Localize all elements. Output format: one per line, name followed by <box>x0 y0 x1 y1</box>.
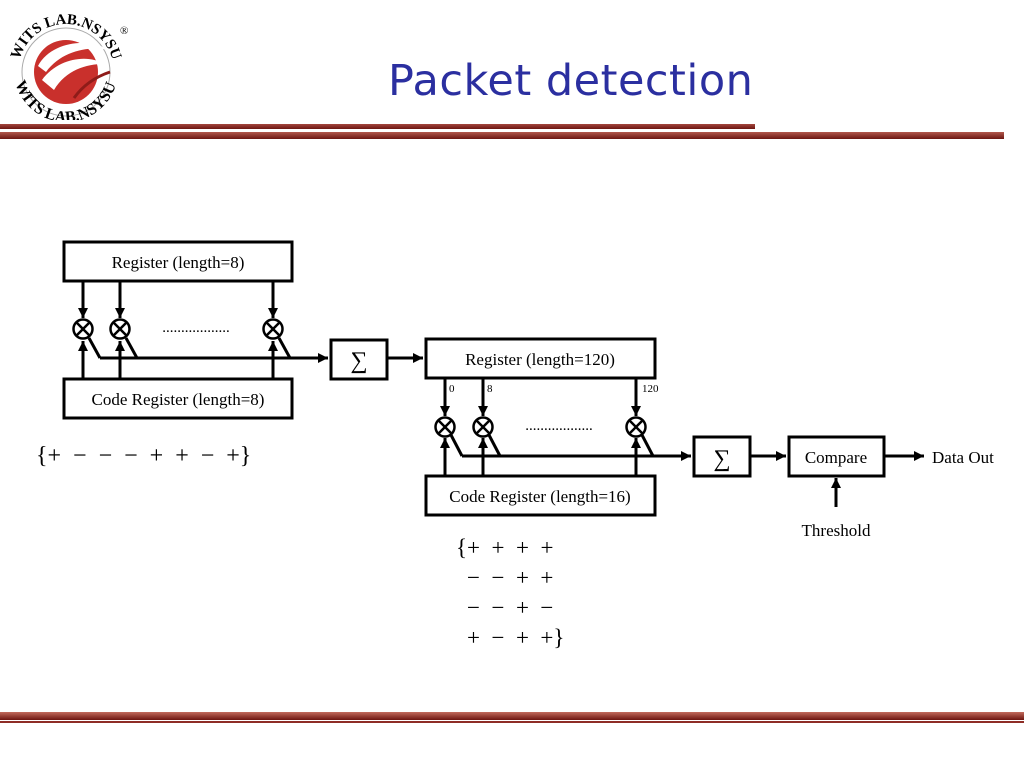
sum-symbol-2: ∑ <box>713 446 730 472</box>
code-sequence-16-row-1: {+ + + + <box>456 535 553 560</box>
dots-1: .................. <box>162 320 230 336</box>
code-register-16-label: Code Register (length=16) <box>449 487 630 506</box>
tap-label-0: 0 <box>449 383 455 395</box>
slide-title: Packet detection <box>388 56 754 106</box>
multiplier-icon <box>72 318 94 340</box>
registered-mark: ® <box>120 25 128 37</box>
code-register-8-label: Code Register (length=8) <box>92 390 265 409</box>
threshold-label: Threshold <box>802 521 871 540</box>
tap-label-8: 8 <box>487 383 493 395</box>
sum-symbol-1: ∑ <box>350 348 367 374</box>
footer-divider-thick <box>0 712 1024 720</box>
register-8-box <box>62 240 294 283</box>
multiplier-icon <box>472 416 494 438</box>
data-out-label: Data Out <box>932 448 994 467</box>
footer-divider-thin <box>0 721 1024 723</box>
compare-box <box>787 435 886 478</box>
header-divider-thick <box>0 132 1004 139</box>
code-sequence-16-row-2: − − + + <box>467 565 553 590</box>
multiplier-icon <box>434 416 456 438</box>
register-120-box <box>424 337 657 380</box>
header-divider-thin <box>0 124 755 129</box>
code-sequence-16-row-3: − − + − <box>467 595 553 620</box>
code-register-16-box <box>424 474 657 517</box>
code-register-8-box <box>62 377 294 420</box>
wits-lab-logo: WITS LAB.NSYSU WITS LAB.NSYSU ® <box>8 12 128 120</box>
code-sequence-16-row-4: + − + +} <box>467 625 564 650</box>
multiplier-icon <box>109 318 131 340</box>
register-120-label: Register (length=120) <box>465 350 615 369</box>
compare-label: Compare <box>805 448 867 467</box>
code-sequence-8: {+ − − − + + − +} <box>36 443 251 469</box>
multiplier-icon <box>625 416 647 438</box>
tap-label-120: 120 <box>642 383 659 395</box>
multiplier-icon <box>262 318 284 340</box>
register-8-label: Register (length=8) <box>112 253 245 272</box>
dots-2: .................. <box>525 418 593 434</box>
